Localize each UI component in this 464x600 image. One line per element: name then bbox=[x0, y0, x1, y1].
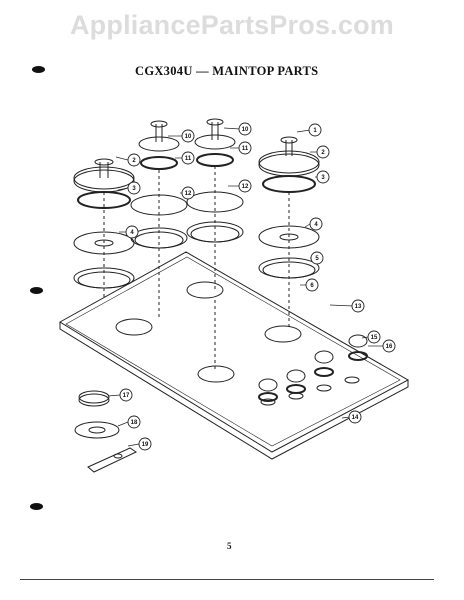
svg-text:4: 4 bbox=[314, 222, 318, 228]
callout-15 bbox=[367, 330, 381, 344]
svg-text:5: 5 bbox=[315, 256, 319, 262]
punch-hole-bottom bbox=[30, 503, 43, 510]
callout-4b bbox=[309, 217, 323, 231]
callout-13 bbox=[351, 299, 365, 313]
svg-text:14: 14 bbox=[352, 415, 359, 421]
callout-markers bbox=[119, 122, 396, 451]
punch-hole-middle bbox=[30, 287, 43, 294]
page-number: 5 bbox=[227, 541, 232, 551]
svg-text:15: 15 bbox=[371, 335, 378, 341]
callout-12 bbox=[181, 186, 195, 200]
callout-1 bbox=[308, 123, 322, 137]
svg-text:2: 2 bbox=[321, 150, 325, 156]
bottom-divider bbox=[20, 579, 434, 580]
callout-3 bbox=[127, 181, 141, 195]
callout-leaders bbox=[107, 127, 383, 447]
maintop-plate bbox=[59, 251, 410, 460]
callout-11b bbox=[238, 141, 252, 155]
callout-4 bbox=[125, 225, 139, 239]
svg-text:4: 4 bbox=[130, 230, 134, 236]
callout-3b bbox=[316, 170, 330, 184]
svg-text:10: 10 bbox=[185, 134, 192, 140]
callout-5 bbox=[310, 251, 324, 265]
callout-2b bbox=[316, 145, 330, 159]
burner-assembly-left-rear bbox=[73, 158, 135, 300]
svg-text:18: 18 bbox=[131, 420, 138, 426]
page-title: CGX304U — MAINTOP PARTS bbox=[135, 64, 319, 78]
svg-text:11: 11 bbox=[185, 156, 192, 162]
punch-hole-top bbox=[32, 66, 45, 73]
svg-text:11: 11 bbox=[242, 146, 249, 152]
svg-text:10: 10 bbox=[242, 127, 249, 133]
loose-parts bbox=[74, 390, 138, 473]
burner-assembly-center-left bbox=[130, 120, 188, 320]
svg-text:2: 2 bbox=[132, 158, 136, 164]
svg-text:16: 16 bbox=[386, 344, 393, 350]
svg-text:3: 3 bbox=[132, 186, 136, 192]
svg-text:6: 6 bbox=[310, 283, 314, 289]
callout-11 bbox=[181, 151, 195, 165]
callout-18 bbox=[127, 415, 141, 429]
svg-text:12: 12 bbox=[242, 184, 249, 190]
svg-text:1: 1 bbox=[313, 128, 317, 134]
burner-assembly-right bbox=[258, 136, 320, 330]
callout-2 bbox=[127, 153, 141, 167]
svg-text:3: 3 bbox=[321, 175, 325, 181]
svg-text:17: 17 bbox=[123, 393, 130, 399]
svg-text:13: 13 bbox=[355, 304, 362, 310]
callout-14 bbox=[348, 410, 362, 424]
callout-10b bbox=[238, 122, 252, 136]
callout-6 bbox=[305, 278, 319, 292]
svg-text:19: 19 bbox=[142, 442, 149, 448]
watermark-logo: AppliancePartsPros.com bbox=[69, 10, 394, 40]
control-knobs bbox=[258, 334, 368, 402]
callout-10 bbox=[181, 129, 195, 143]
burner-assembly-center-right bbox=[186, 118, 244, 372]
callout-17 bbox=[119, 388, 133, 402]
callout-16 bbox=[382, 339, 396, 353]
svg-text:12: 12 bbox=[185, 191, 192, 197]
callout-labels: 1 2 2 3 3 4 4 5 6 10 10 11 11 12 12 13 1… bbox=[123, 127, 393, 448]
callout-12b bbox=[238, 179, 252, 193]
callout-19 bbox=[138, 437, 152, 451]
